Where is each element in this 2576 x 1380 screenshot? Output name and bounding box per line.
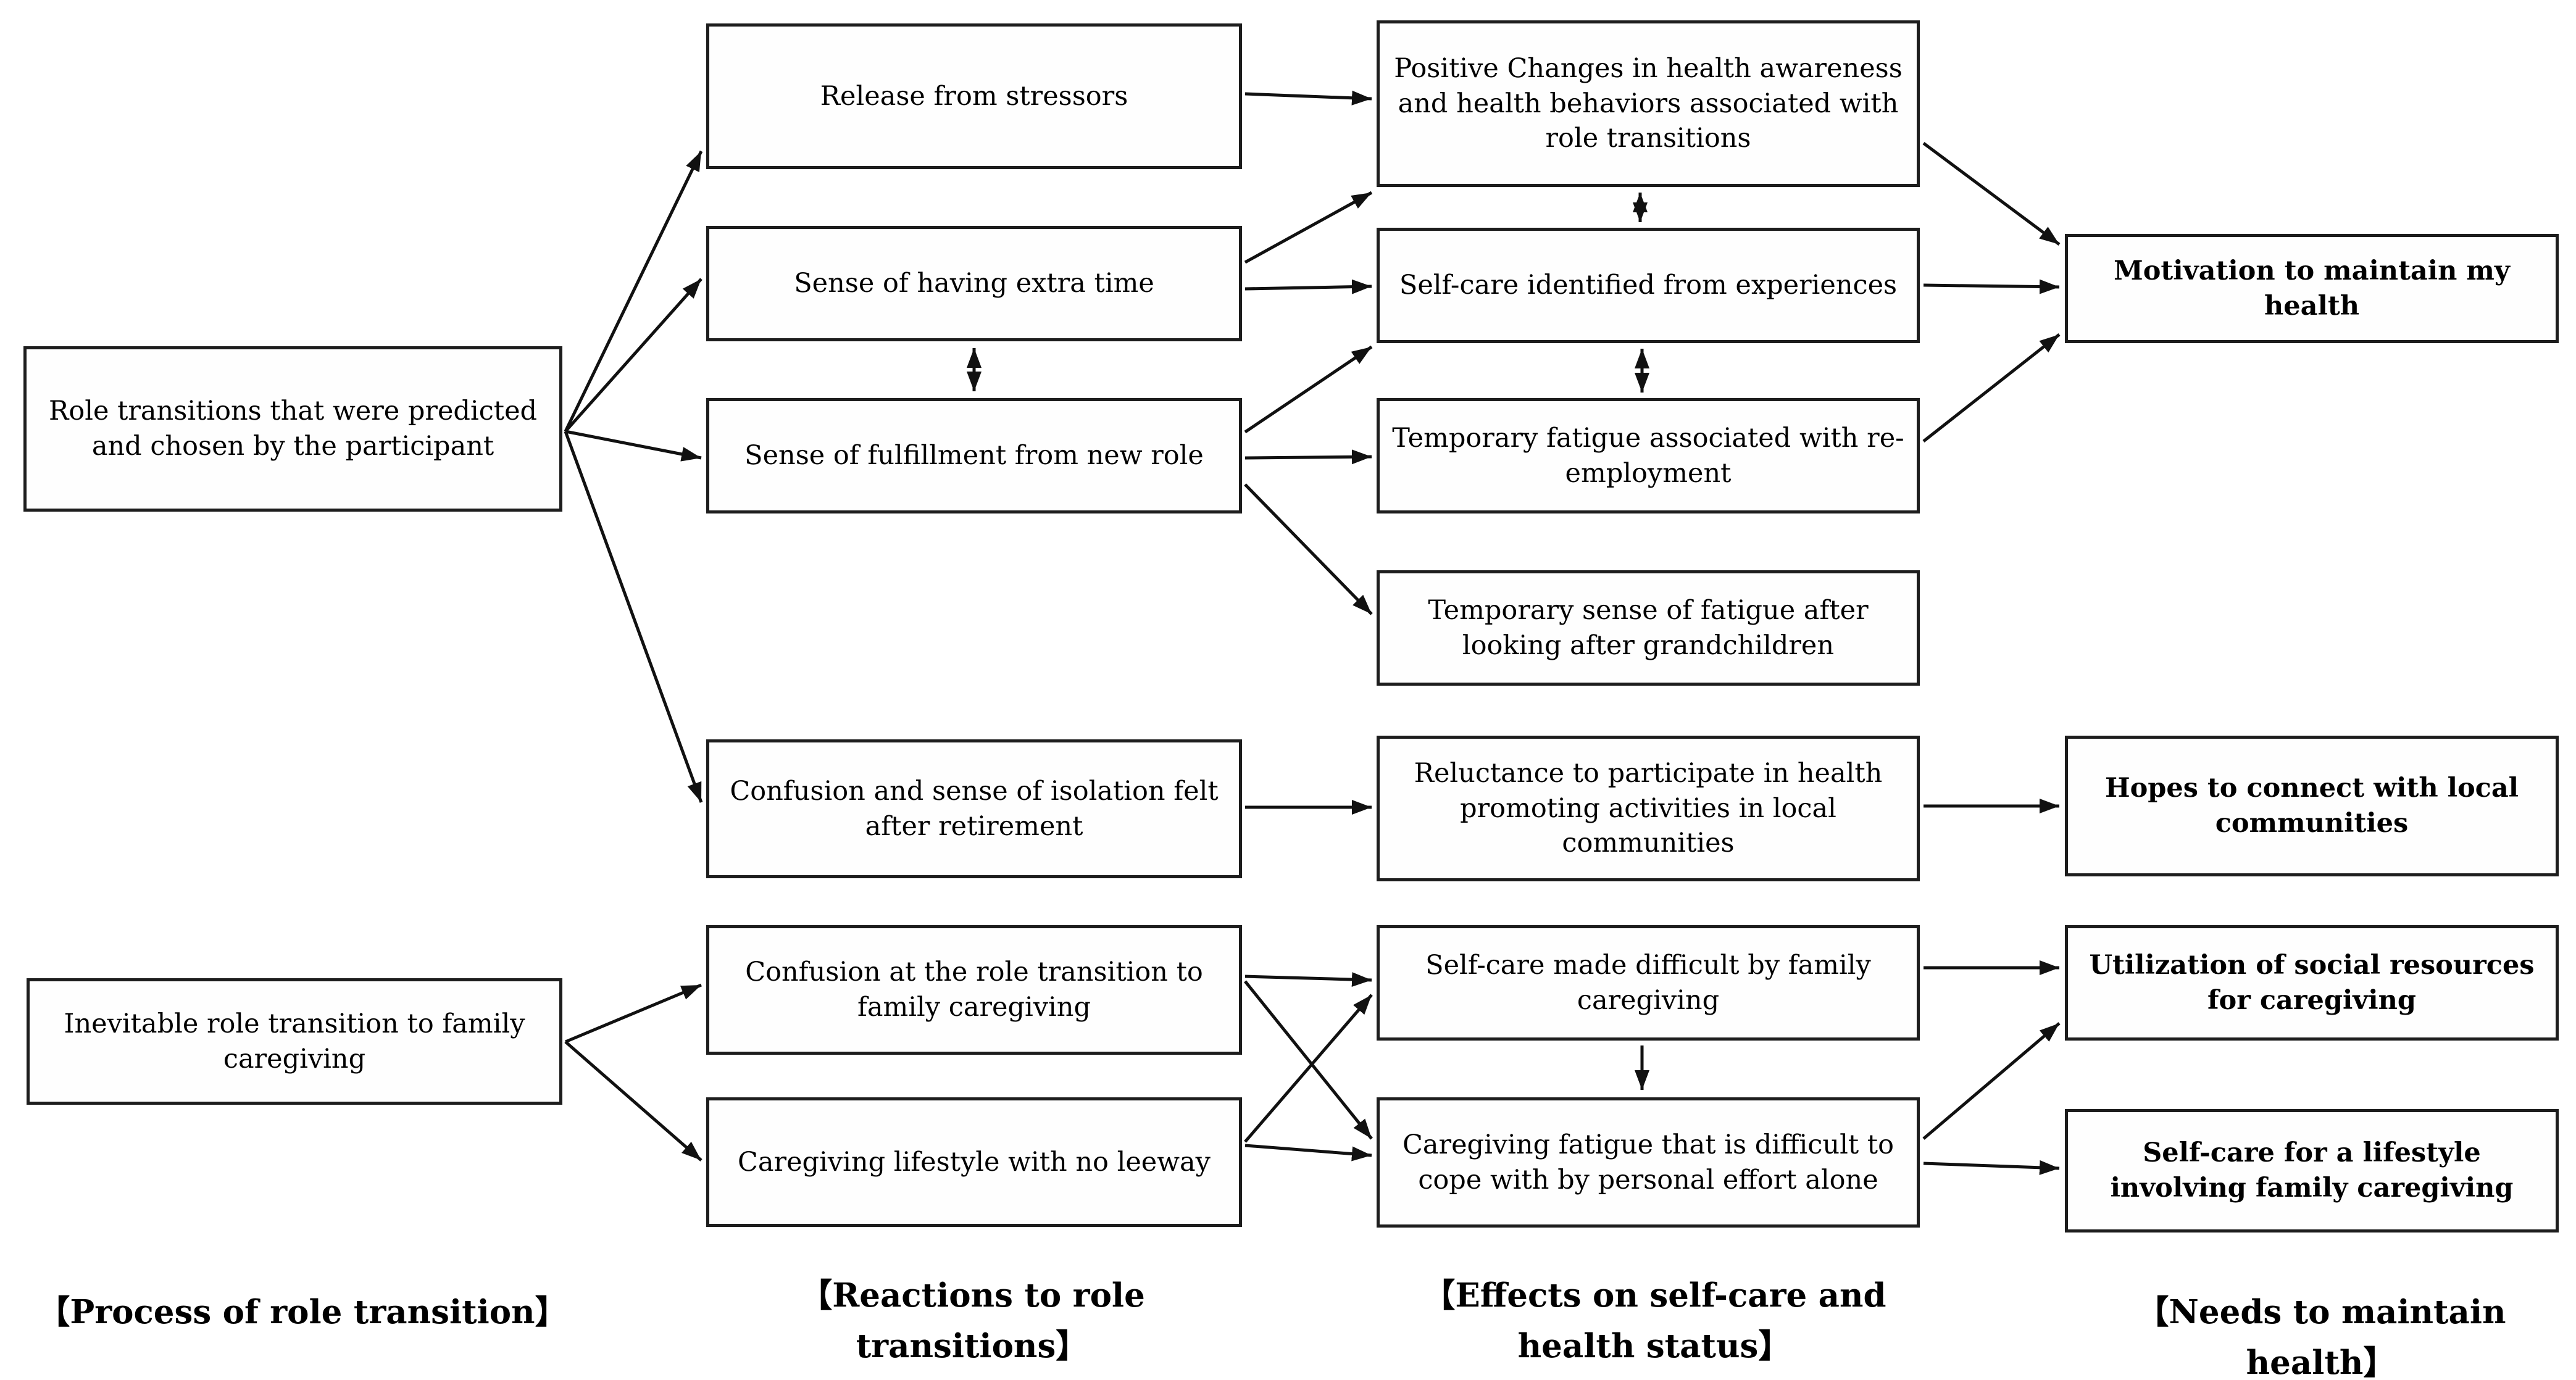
box-selfcare-difficult: Self-care made difficult by family careg… xyxy=(1377,925,1920,1041)
box-selfcare-identified: Self-care identified from experiences xyxy=(1377,228,1920,343)
arrow-positive-to-motivation xyxy=(1922,141,2061,246)
arrow-caregiving-fatigue-to-selfcare-lifestyle xyxy=(1923,1160,2060,1175)
arrow-caregiving-fatigue-to-utilization xyxy=(1922,1022,2061,1140)
arrow-extra-time-to-selfcare-identified xyxy=(1244,279,1372,294)
box-role-transitions-chosen: Role transitions that were predicted and… xyxy=(23,346,562,512)
box-motivation-health: Motivation to maintain my health xyxy=(2065,234,2559,343)
arrow-inevitable-to-confusion-caregiving xyxy=(565,983,702,1044)
box-confusion-retirement: Confusion and sense of isolation felt af… xyxy=(706,739,1242,878)
box-release-stressors: Release from stressors xyxy=(706,23,1242,169)
arrow-release-to-positive xyxy=(1244,90,1372,106)
arrow-chosen-to-extra-time xyxy=(564,278,702,433)
arrow-lifestyle-to-caregiving-fatigue xyxy=(1244,1144,1372,1162)
box-hopes-connect: Hopes to connect with local communities xyxy=(2065,736,2559,876)
arrow-confusion-caregiving-to-selfcare-difficult xyxy=(1244,972,1372,987)
column-label-reactions: 【Reactions to role transitions】 xyxy=(799,1276,1145,1366)
box-caregiving-lifestyle: Caregiving lifestyle with no leeway xyxy=(706,1097,1242,1227)
arrow-inevitable-to-lifestyle xyxy=(564,1041,702,1162)
arrow-chosen-to-release xyxy=(564,150,703,433)
box-reluctance-participate: Reluctance to participate in health prom… xyxy=(1377,736,1920,881)
box-temporary-fatigue-reemployment: Temporary fatigue associated with re-emp… xyxy=(1377,398,1920,513)
arrow-confusion-caregiving-to-caregiving-fatigue xyxy=(1244,980,1373,1140)
arrow-fulfillment-to-grandchildren xyxy=(1244,483,1373,615)
arrow-lifestyle-to-selfcare-difficult xyxy=(1244,994,1373,1143)
box-fulfillment-new-role: Sense of fulfillment from new role xyxy=(706,398,1242,513)
column-label-needs: 【Needs to maintain health】 xyxy=(2136,1293,2506,1380)
column-label-process: 【Process of role transition】 xyxy=(37,1293,568,1331)
arrow-chosen-to-confusion-retirement xyxy=(564,431,703,803)
arrow-selfcare-identified-to-motivation xyxy=(1923,279,2060,294)
box-temporary-fatigue-grandchildren: Temporary sense of fatigue after looking… xyxy=(1377,570,1920,686)
box-positive-changes: Positive Changes in health awareness and… xyxy=(1377,20,1920,187)
arrow-temporary-fatigue-to-motivation xyxy=(1922,333,2061,443)
column-label-effects: 【Effects on self-care and health status】 xyxy=(1422,1276,1886,1366)
box-inevitable-transition: Inevitable role transition to family car… xyxy=(27,978,562,1105)
box-utilization-resources: Utilization of social resources for care… xyxy=(2065,925,2559,1041)
box-selfcare-lifestyle: Self-care for a lifestyle involving fami… xyxy=(2065,1109,2559,1232)
arrow-extra-time-to-positive xyxy=(1244,191,1373,264)
box-extra-time: Sense of having extra time xyxy=(706,226,1242,341)
arrow-fulfillment-to-temporary-fatigue xyxy=(1244,449,1372,465)
box-confusion-caregiving: Confusion at the role transition to fami… xyxy=(706,925,1242,1055)
box-caregiving-fatigue: Caregiving fatigue that is difficult to … xyxy=(1377,1097,1920,1228)
arrow-fulfillment-to-selfcare-identified xyxy=(1244,345,1373,434)
arrow-chosen-to-fulfillment xyxy=(565,430,702,462)
